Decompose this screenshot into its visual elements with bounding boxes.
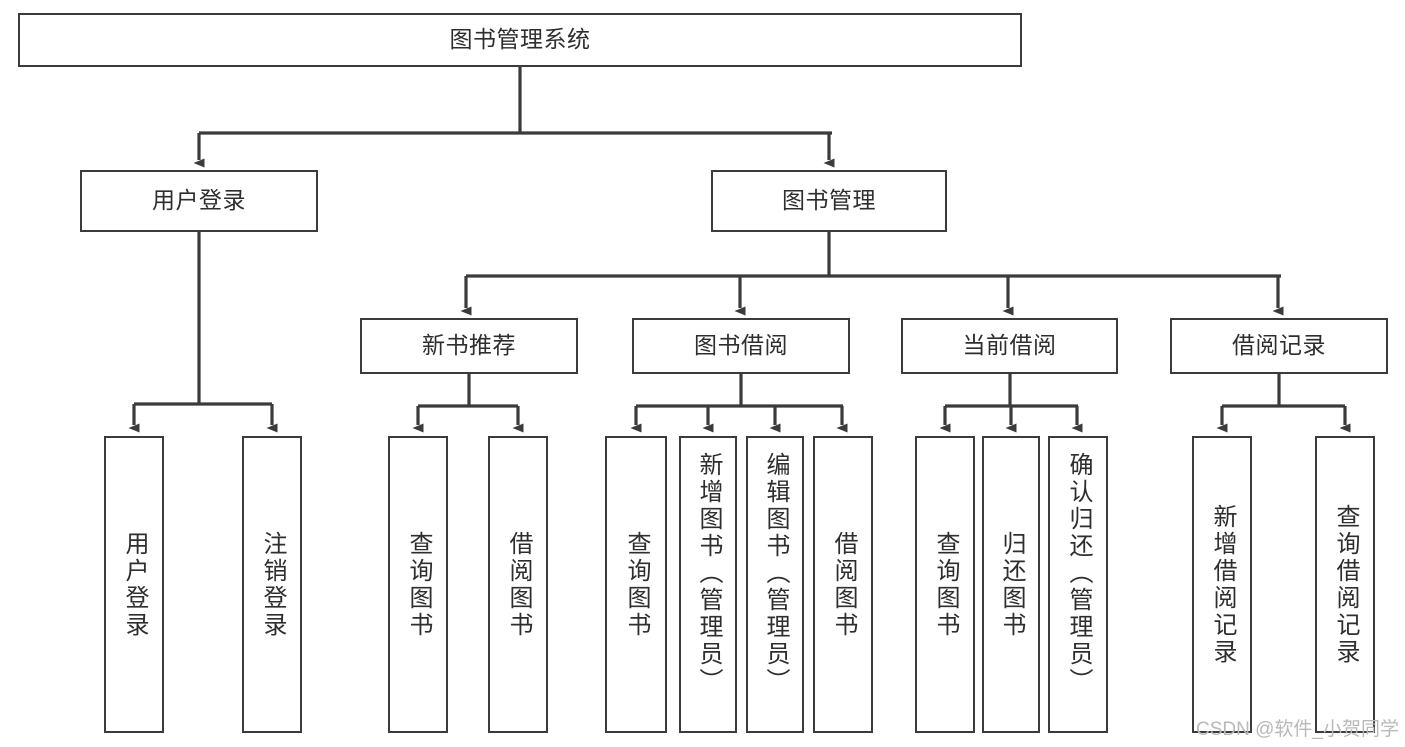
leaf-node[interactable]: 查询图书: [388, 436, 448, 733]
node-book-borrow-label: 图书借阅: [694, 332, 788, 359]
node-book-management-label: 图书管理: [782, 187, 876, 214]
leaf-node[interactable]: 注销登录: [242, 436, 302, 733]
node-new-book-recommend-label: 新书推荐: [422, 332, 516, 359]
leaf-node-label: 用户登录: [121, 530, 148, 639]
leaf-node-label: 新增借阅记录: [1209, 503, 1236, 666]
leaf-node[interactable]: 新增借阅记录: [1192, 436, 1252, 733]
node-borrow-record[interactable]: 借阅记录: [1170, 318, 1388, 374]
node-root-label: 图书管理系统: [449, 26, 591, 53]
leaf-node-label: 借阅图书: [505, 530, 532, 639]
node-user-login-label: 用户登录: [152, 187, 246, 214]
leaf-node[interactable]: 查询借阅记录: [1315, 436, 1375, 733]
node-current-borrow[interactable]: 当前借阅: [901, 318, 1118, 374]
leaf-node[interactable]: 查询图书: [915, 436, 975, 733]
leaf-node-label: 查询图书: [932, 530, 959, 639]
node-book-management[interactable]: 图书管理: [711, 170, 947, 232]
leaf-node[interactable]: 查询图书: [605, 436, 667, 733]
leaf-node[interactable]: 归还图书: [982, 436, 1040, 733]
watermark: CSDN @软件_小贺同学: [1196, 719, 1399, 740]
leaf-node[interactable]: 借阅图书: [813, 436, 873, 733]
leaf-node-label: 借阅图书: [830, 530, 857, 639]
leaf-node[interactable]: 确认归还（管理员）: [1048, 436, 1108, 733]
node-new-book-recommend[interactable]: 新书推荐: [360, 318, 578, 374]
node-user-login[interactable]: 用户登录: [80, 170, 318, 232]
node-current-borrow-label: 当前借阅: [962, 332, 1057, 359]
node-borrow-record-label: 借阅记录: [1232, 332, 1326, 359]
leaf-node-label: 编辑图书（管理员）: [762, 452, 789, 695]
leaf-node-label: 确认归还（管理员）: [1065, 452, 1092, 695]
leaf-node-label: 查询图书: [623, 530, 650, 639]
leaf-node-label: 新增图书（管理员）: [695, 452, 722, 695]
leaf-node-label: 查询图书: [405, 530, 432, 639]
leaf-node-label: 查询借阅记录: [1332, 503, 1359, 666]
leaf-node[interactable]: 借阅图书: [488, 436, 548, 733]
node-book-borrow[interactable]: 图书借阅: [632, 318, 850, 374]
leaf-node[interactable]: 编辑图书（管理员）: [746, 436, 804, 733]
leaf-node[interactable]: 新增图书（管理员）: [679, 436, 737, 733]
node-root[interactable]: 图书管理系统: [18, 13, 1022, 67]
leaf-node-label: 归还图书: [998, 530, 1025, 639]
leaf-node-label: 注销登录: [259, 530, 286, 639]
leaf-node[interactable]: 用户登录: [104, 436, 164, 733]
